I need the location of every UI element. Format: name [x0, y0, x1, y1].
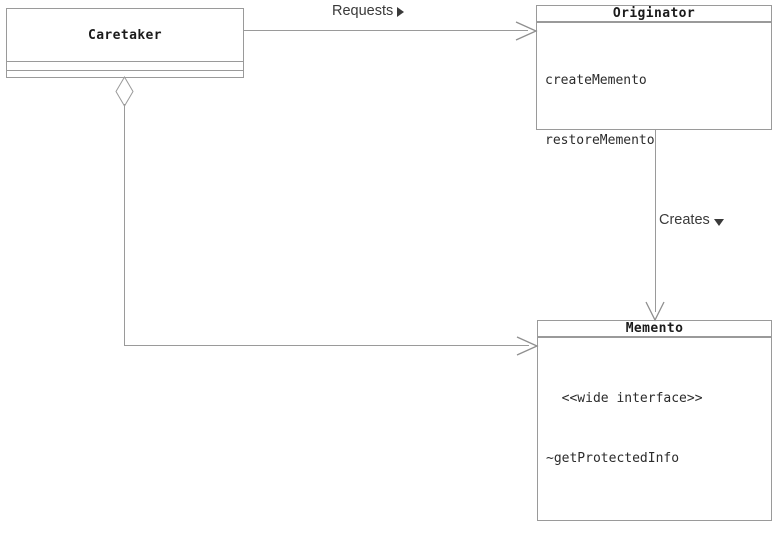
- uml-class-caretaker-attributes: [7, 61, 243, 70]
- edge-aggregation-arrowhead: [516, 336, 539, 356]
- uml-class-memento-attributes: [538, 336, 771, 337]
- uml-operation-get-protected-info: ~getProtectedInfo: [546, 451, 680, 466]
- edge-aggregation-vertical-line: [124, 104, 125, 345]
- edge-requests-line: [244, 30, 528, 31]
- edge-requests-arrowhead: [515, 21, 538, 41]
- edge-label-creates: Creates: [659, 212, 724, 228]
- edge-aggregation-horizontal-line: [124, 345, 529, 346]
- uml-class-caretaker[interactable]: Caretaker: [6, 8, 244, 78]
- triangle-down-icon: [713, 218, 724, 226]
- uml-class-memento-operations: <<wide interface>> ~getProtectedInfo <<n…: [538, 337, 771, 537]
- uml-class-originator[interactable]: Originator createMemento restoreMemento: [536, 5, 772, 148]
- edge-creates-line: [655, 130, 656, 312]
- uml-class-originator-attributes: [537, 21, 771, 22]
- uml-class-originator-title: Originator: [612, 6, 696, 21]
- uml-operation: createMemento: [545, 73, 647, 88]
- uml-member-spacer: [546, 509, 771, 521]
- uml-stereotype-wide-interface: <<wide interface>>: [546, 391, 703, 406]
- uml-operation: restoreMemento: [545, 133, 655, 148]
- edge-label-requests-text: Requests: [332, 3, 394, 19]
- edge-creates-arrowhead: [645, 301, 665, 322]
- edge-label-requests: Requests: [332, 3, 405, 19]
- uml-class-originator-operations: createMemento restoreMemento: [537, 22, 771, 191]
- uml-class-caretaker-operations: [7, 70, 243, 77]
- edge-label-creates-text: Creates: [659, 212, 710, 228]
- triangle-right-icon: [397, 7, 405, 17]
- uml-class-memento-title: Memento: [625, 321, 684, 336]
- uml-class-caretaker-title: Caretaker: [87, 27, 163, 43]
- uml-class-memento[interactable]: Memento <<wide interface>> ~getProtected…: [537, 320, 772, 521]
